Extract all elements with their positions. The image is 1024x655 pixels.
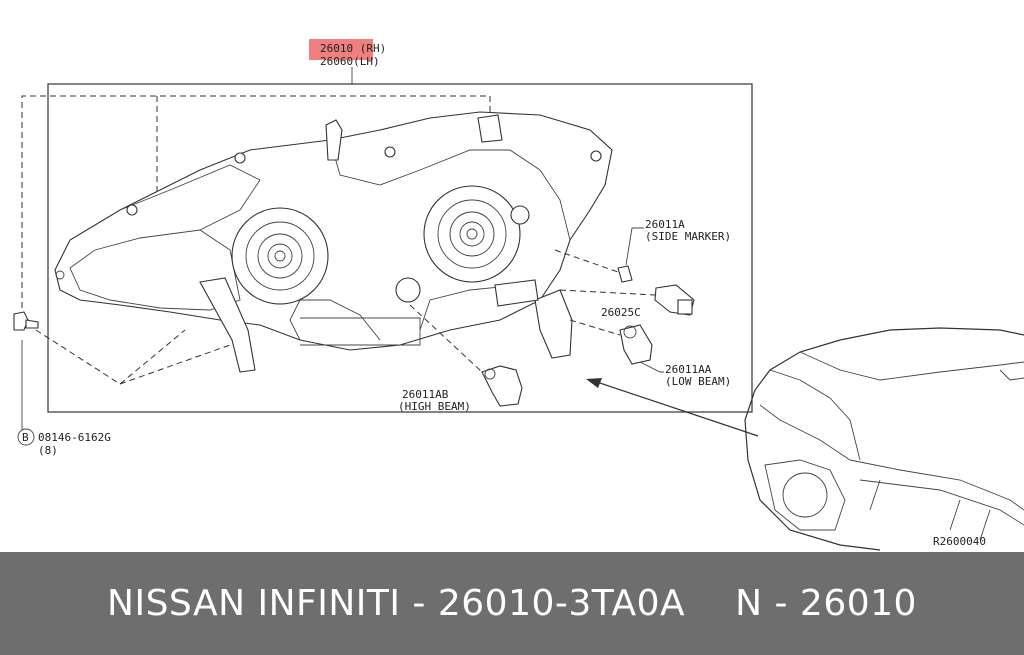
bolt-symbol: B: [22, 431, 29, 444]
callout-socket-number[interactable]: 26025C: [601, 306, 641, 319]
parts-diagram: 26010 (RH) 26060(LH): [13, 39, 1024, 551]
assembly-frame: [47, 83, 753, 413]
callout-bolt-qty: (8): [38, 444, 58, 457]
reference-code: R2600040: [933, 535, 986, 548]
callout-side-marker-name: (SIDE MARKER): [645, 230, 731, 243]
high-beam-bulb[interactable]: [481, 365, 523, 407]
low-beam-bulb[interactable]: [619, 324, 653, 365]
headlamp-assembly[interactable]: [54, 111, 613, 373]
part-number-highlight: [309, 39, 373, 60]
callout-low-beam-number[interactable]: 26011AA: [665, 363, 712, 376]
bolt-symbol-circle: [17, 428, 35, 446]
callout-high-beam-number[interactable]: 26011AB: [402, 388, 449, 401]
footer-title: NISSAN INFINITI - 26010-3TA0A N - 26010: [107, 583, 917, 624]
callout-low-beam-name: (LOW BEAM): [665, 375, 731, 388]
side-marker-bulb[interactable]: [617, 265, 633, 283]
footer-part-label: NISSAN INFINITI - 26010-3TA0A: [107, 583, 686, 624]
callout-bolt-number[interactable]: 08146-6162G: [38, 431, 111, 444]
callout-high-beam-name: (HIGH BEAM): [398, 400, 471, 413]
low-beam-projector: [231, 207, 329, 305]
callout-side-marker-number[interactable]: 26011A: [645, 218, 685, 231]
callout-main-rh[interactable]: 26010 (RH): [320, 42, 386, 55]
high-beam-projector: [423, 185, 521, 283]
bolt-leader-dashed: [21, 95, 491, 330]
footer-group-label: N - 26010: [735, 583, 917, 624]
footer-bar: NISSAN INFINITI - 26010-3TA0A N - 26010: [0, 552, 1024, 655]
bulb-socket[interactable]: [654, 284, 695, 316]
callout-main-lh[interactable]: 26060(LH): [320, 55, 380, 68]
location-arrow: [593, 380, 759, 437]
vehicle-front-view: [744, 327, 1024, 551]
bolt-08146-6162g[interactable]: [13, 311, 39, 331]
